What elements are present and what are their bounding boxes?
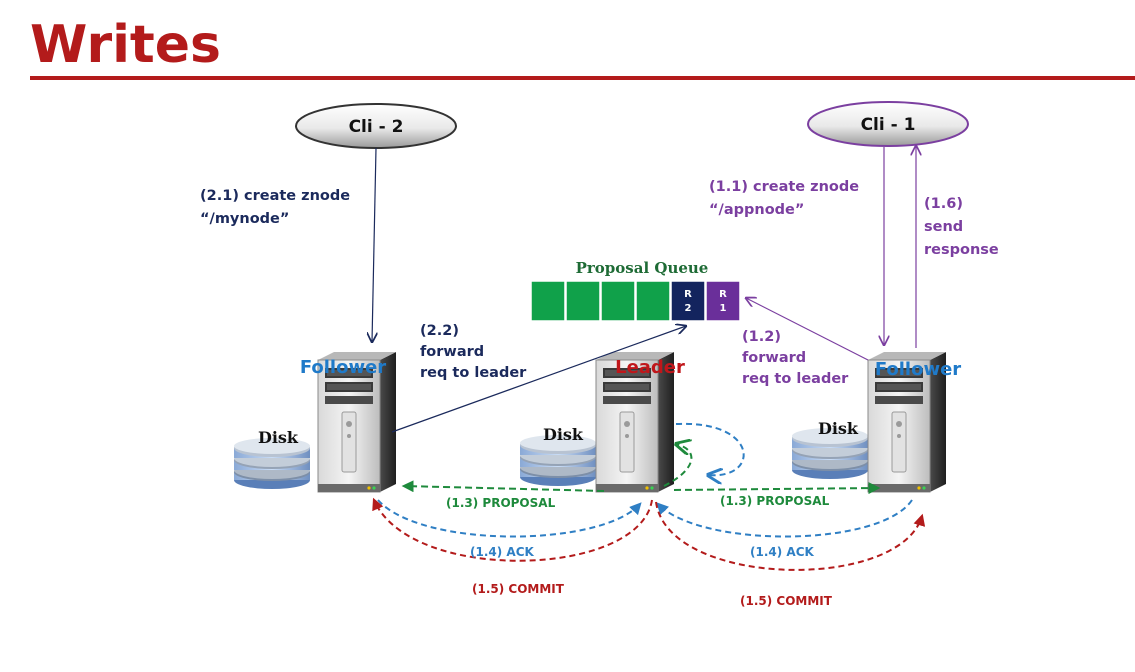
proposal-queue-label: Proposal Queue bbox=[576, 259, 709, 277]
ack-label-right: (1.4) ACK bbox=[750, 545, 814, 559]
node-right-role: Follower bbox=[875, 359, 961, 380]
client-cli-2: Cli - 2 bbox=[295, 103, 457, 149]
commit-label-right: (1.5) COMMIT bbox=[740, 594, 833, 608]
queue-cell-empty bbox=[530, 280, 566, 322]
node-center-role: Leader bbox=[615, 357, 685, 378]
disk-center: Disk bbox=[520, 425, 596, 486]
svg-text:response: response bbox=[924, 242, 999, 258]
leader-self-loop-blue bbox=[675, 422, 745, 475]
proposal-arrow-left bbox=[401, 480, 605, 493]
svg-text:(1.1) create znode: (1.1) create znode bbox=[709, 179, 859, 195]
svg-text:(1.6): (1.6) bbox=[924, 196, 963, 212]
svg-text:send: send bbox=[924, 219, 963, 235]
node-left-role: Follower bbox=[300, 357, 386, 378]
svg-text:(2.2): (2.2) bbox=[420, 323, 459, 339]
queue-cell-request: R2 bbox=[670, 280, 706, 322]
proposal-arrow-right bbox=[673, 482, 881, 495]
commit-arrow-right bbox=[655, 501, 926, 571]
ack-label-left: (1.4) ACK bbox=[470, 545, 534, 559]
proposal-label-left: (1.3) PROPOSAL bbox=[446, 496, 556, 510]
disk-center-label: Disk bbox=[543, 425, 584, 444]
page-title: Writes bbox=[30, 15, 221, 75]
disk-left: Disk bbox=[234, 428, 310, 489]
queue-cell-empty bbox=[600, 280, 636, 322]
step-1-6-label: (1.6) send response bbox=[924, 196, 999, 258]
step-2-1-label: (2.1) create znode “/mynode” bbox=[200, 188, 350, 227]
svg-text:(1.2): (1.2) bbox=[742, 329, 781, 345]
step-1-2-label: (1.2) forward req to leader bbox=[742, 329, 849, 387]
commit-label-left: (1.5) COMMIT bbox=[472, 582, 565, 596]
proposal-label-right: (1.3) PROPOSAL bbox=[720, 494, 830, 508]
queue-cell-request: R1 bbox=[705, 280, 741, 322]
ack-arrow-right bbox=[656, 499, 913, 538]
queue-cell-empty bbox=[635, 280, 671, 322]
client-cli-1: Cli - 1 bbox=[807, 101, 969, 147]
svg-text:req to leader: req to leader bbox=[742, 371, 849, 387]
disk-right: Disk bbox=[792, 419, 868, 479]
disk-left-label: Disk bbox=[258, 428, 299, 447]
arrow-2-2 bbox=[391, 326, 686, 433]
svg-text:forward: forward bbox=[420, 344, 484, 360]
title-underline bbox=[30, 76, 1135, 80]
commit-arrow-left bbox=[372, 497, 653, 562]
step-1-1-label: (1.1) create znode “/appnode” bbox=[709, 179, 859, 218]
queue-cell-text: 2 bbox=[685, 303, 692, 314]
queue-cell-text: R bbox=[684, 289, 692, 300]
svg-text:req to leader: req to leader bbox=[420, 365, 527, 381]
queue-cell-empty bbox=[565, 280, 601, 322]
queue-cell-text: 1 bbox=[720, 303, 727, 314]
arrow-1-2 bbox=[746, 298, 869, 361]
step-2-2-label: (2.2) forward req to leader bbox=[420, 323, 527, 381]
svg-text:“/appnode”: “/appnode” bbox=[709, 202, 804, 218]
svg-text:forward: forward bbox=[742, 350, 806, 366]
svg-text:(2.1) create znode: (2.1) create znode bbox=[200, 188, 350, 204]
arrow-2-1 bbox=[372, 147, 376, 342]
queue-cell-text: R bbox=[719, 289, 727, 300]
client-cli-1-label: Cli - 1 bbox=[861, 115, 916, 135]
client-cli-2-label: Cli - 2 bbox=[349, 117, 404, 137]
disk-right-label: Disk bbox=[818, 419, 859, 438]
svg-text:“/mynode”: “/mynode” bbox=[200, 211, 289, 227]
